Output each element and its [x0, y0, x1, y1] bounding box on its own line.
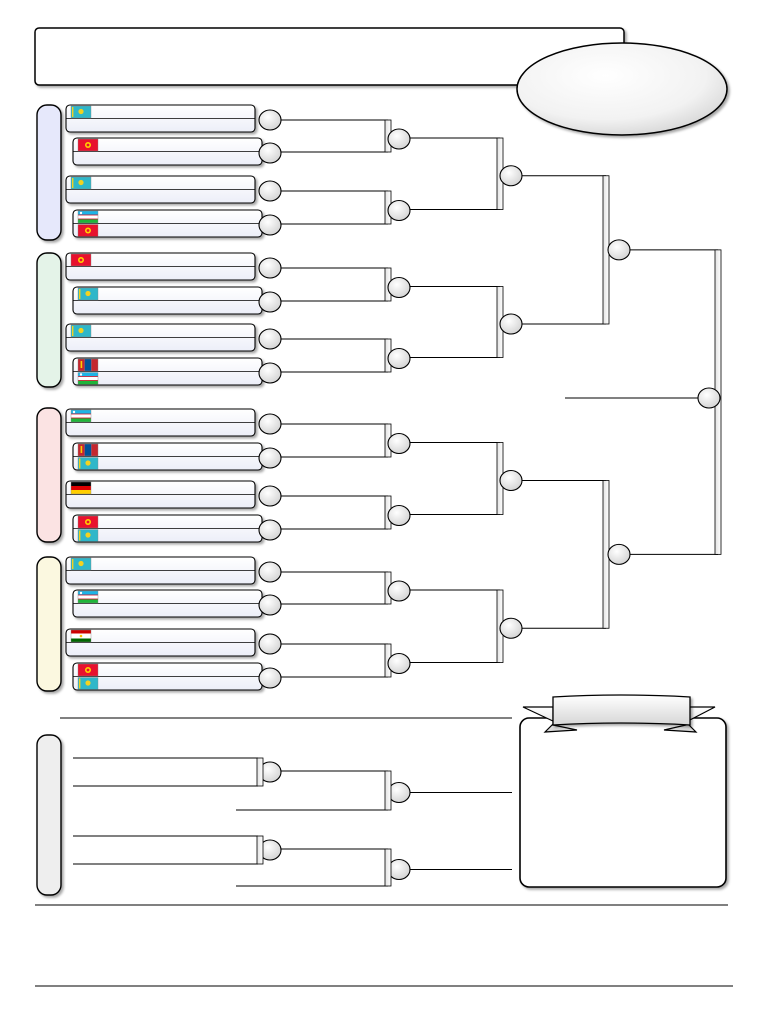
champion-oval	[516, 42, 728, 136]
bracket-lines	[281, 119, 722, 678]
competitor-entry[interactable]	[72, 589, 263, 618]
kaz-flag-icon	[77, 677, 99, 690]
uzb-flag-icon	[77, 372, 99, 385]
competitor-entry[interactable]	[72, 209, 263, 238]
uzb-flag-icon	[77, 210, 99, 224]
match-circle	[258, 485, 282, 507]
match-circle	[258, 413, 282, 435]
pool-bar	[36, 556, 62, 692]
competitor-entry[interactable]	[72, 662, 263, 691]
repechage-lines	[73, 757, 512, 887]
kaz-flag-icon	[77, 287, 99, 301]
match-circle	[258, 214, 282, 236]
kgz-flag-icon	[70, 253, 92, 267]
match-circle	[258, 142, 282, 164]
match-circle	[258, 257, 282, 279]
match-circle	[258, 519, 282, 541]
mng-flag-icon	[77, 443, 99, 457]
match-circle	[499, 313, 523, 335]
semifinal-circle	[607, 543, 631, 565]
match-circle	[499, 165, 523, 187]
match-circle	[387, 199, 411, 222]
mng-flag-icon	[77, 358, 99, 372]
repechage-circles	[258, 761, 411, 881]
kaz-flag-icon	[77, 457, 99, 470]
competitor-entry[interactable]	[65, 556, 256, 585]
kaz-flag-icon	[70, 176, 92, 190]
kaz-flag-icon	[70, 557, 92, 571]
repechage-bar	[36, 734, 62, 896]
competitor-entry[interactable]	[72, 442, 263, 471]
competitor-entry[interactable]	[65, 175, 256, 204]
semifinal-circle	[607, 239, 631, 261]
match-circle	[387, 432, 411, 455]
kgz-flag-icon	[77, 224, 99, 237]
match-circle	[258, 291, 282, 313]
match-circle	[387, 652, 411, 675]
match-circle	[258, 328, 282, 350]
match-circle	[258, 109, 282, 131]
match-circle	[258, 667, 282, 689]
competitor-entry[interactable]	[65, 104, 256, 133]
final-circle	[697, 387, 721, 409]
match-circle	[387, 347, 411, 370]
kgz-flag-icon	[77, 138, 99, 152]
pool-bar	[36, 252, 62, 388]
competitor-entry[interactable]	[65, 480, 256, 509]
match-circle	[387, 504, 411, 527]
match-circle	[258, 561, 282, 583]
match-circle	[258, 594, 282, 616]
kaz-flag-icon	[70, 105, 92, 119]
tjk-flag-icon	[70, 629, 92, 643]
competitor-entry[interactable]	[72, 357, 263, 386]
kgz-flag-icon	[77, 663, 99, 677]
competitor-entry[interactable]	[65, 628, 256, 657]
match-circle	[258, 447, 282, 469]
match-circle	[258, 362, 282, 384]
competitor-entry[interactable]	[65, 408, 256, 437]
deu-flag-icon	[70, 481, 92, 495]
pool-bar	[36, 104, 62, 241]
uzb-flag-icon	[77, 590, 99, 604]
uzb-flag-icon	[70, 409, 92, 423]
competitor-entry[interactable]	[72, 137, 263, 166]
competitor-entry[interactable]	[72, 286, 263, 315]
match-circle	[258, 633, 282, 655]
kgz-flag-icon	[77, 515, 99, 529]
pool-bar	[36, 407, 62, 543]
match-circle	[499, 469, 523, 492]
kaz-flag-icon	[70, 324, 92, 338]
competitor-entry[interactable]	[65, 323, 256, 352]
results-box	[519, 717, 727, 888]
competitor-entry[interactable]	[72, 514, 263, 543]
competitor-entry[interactable]	[65, 252, 256, 281]
match-circle	[499, 617, 523, 639]
match-circle	[387, 128, 411, 150]
results-ribbon	[522, 694, 716, 733]
match-circle	[387, 276, 411, 299]
match-circle	[258, 180, 282, 202]
match-circle	[387, 580, 411, 602]
kaz-flag-icon	[77, 529, 99, 542]
